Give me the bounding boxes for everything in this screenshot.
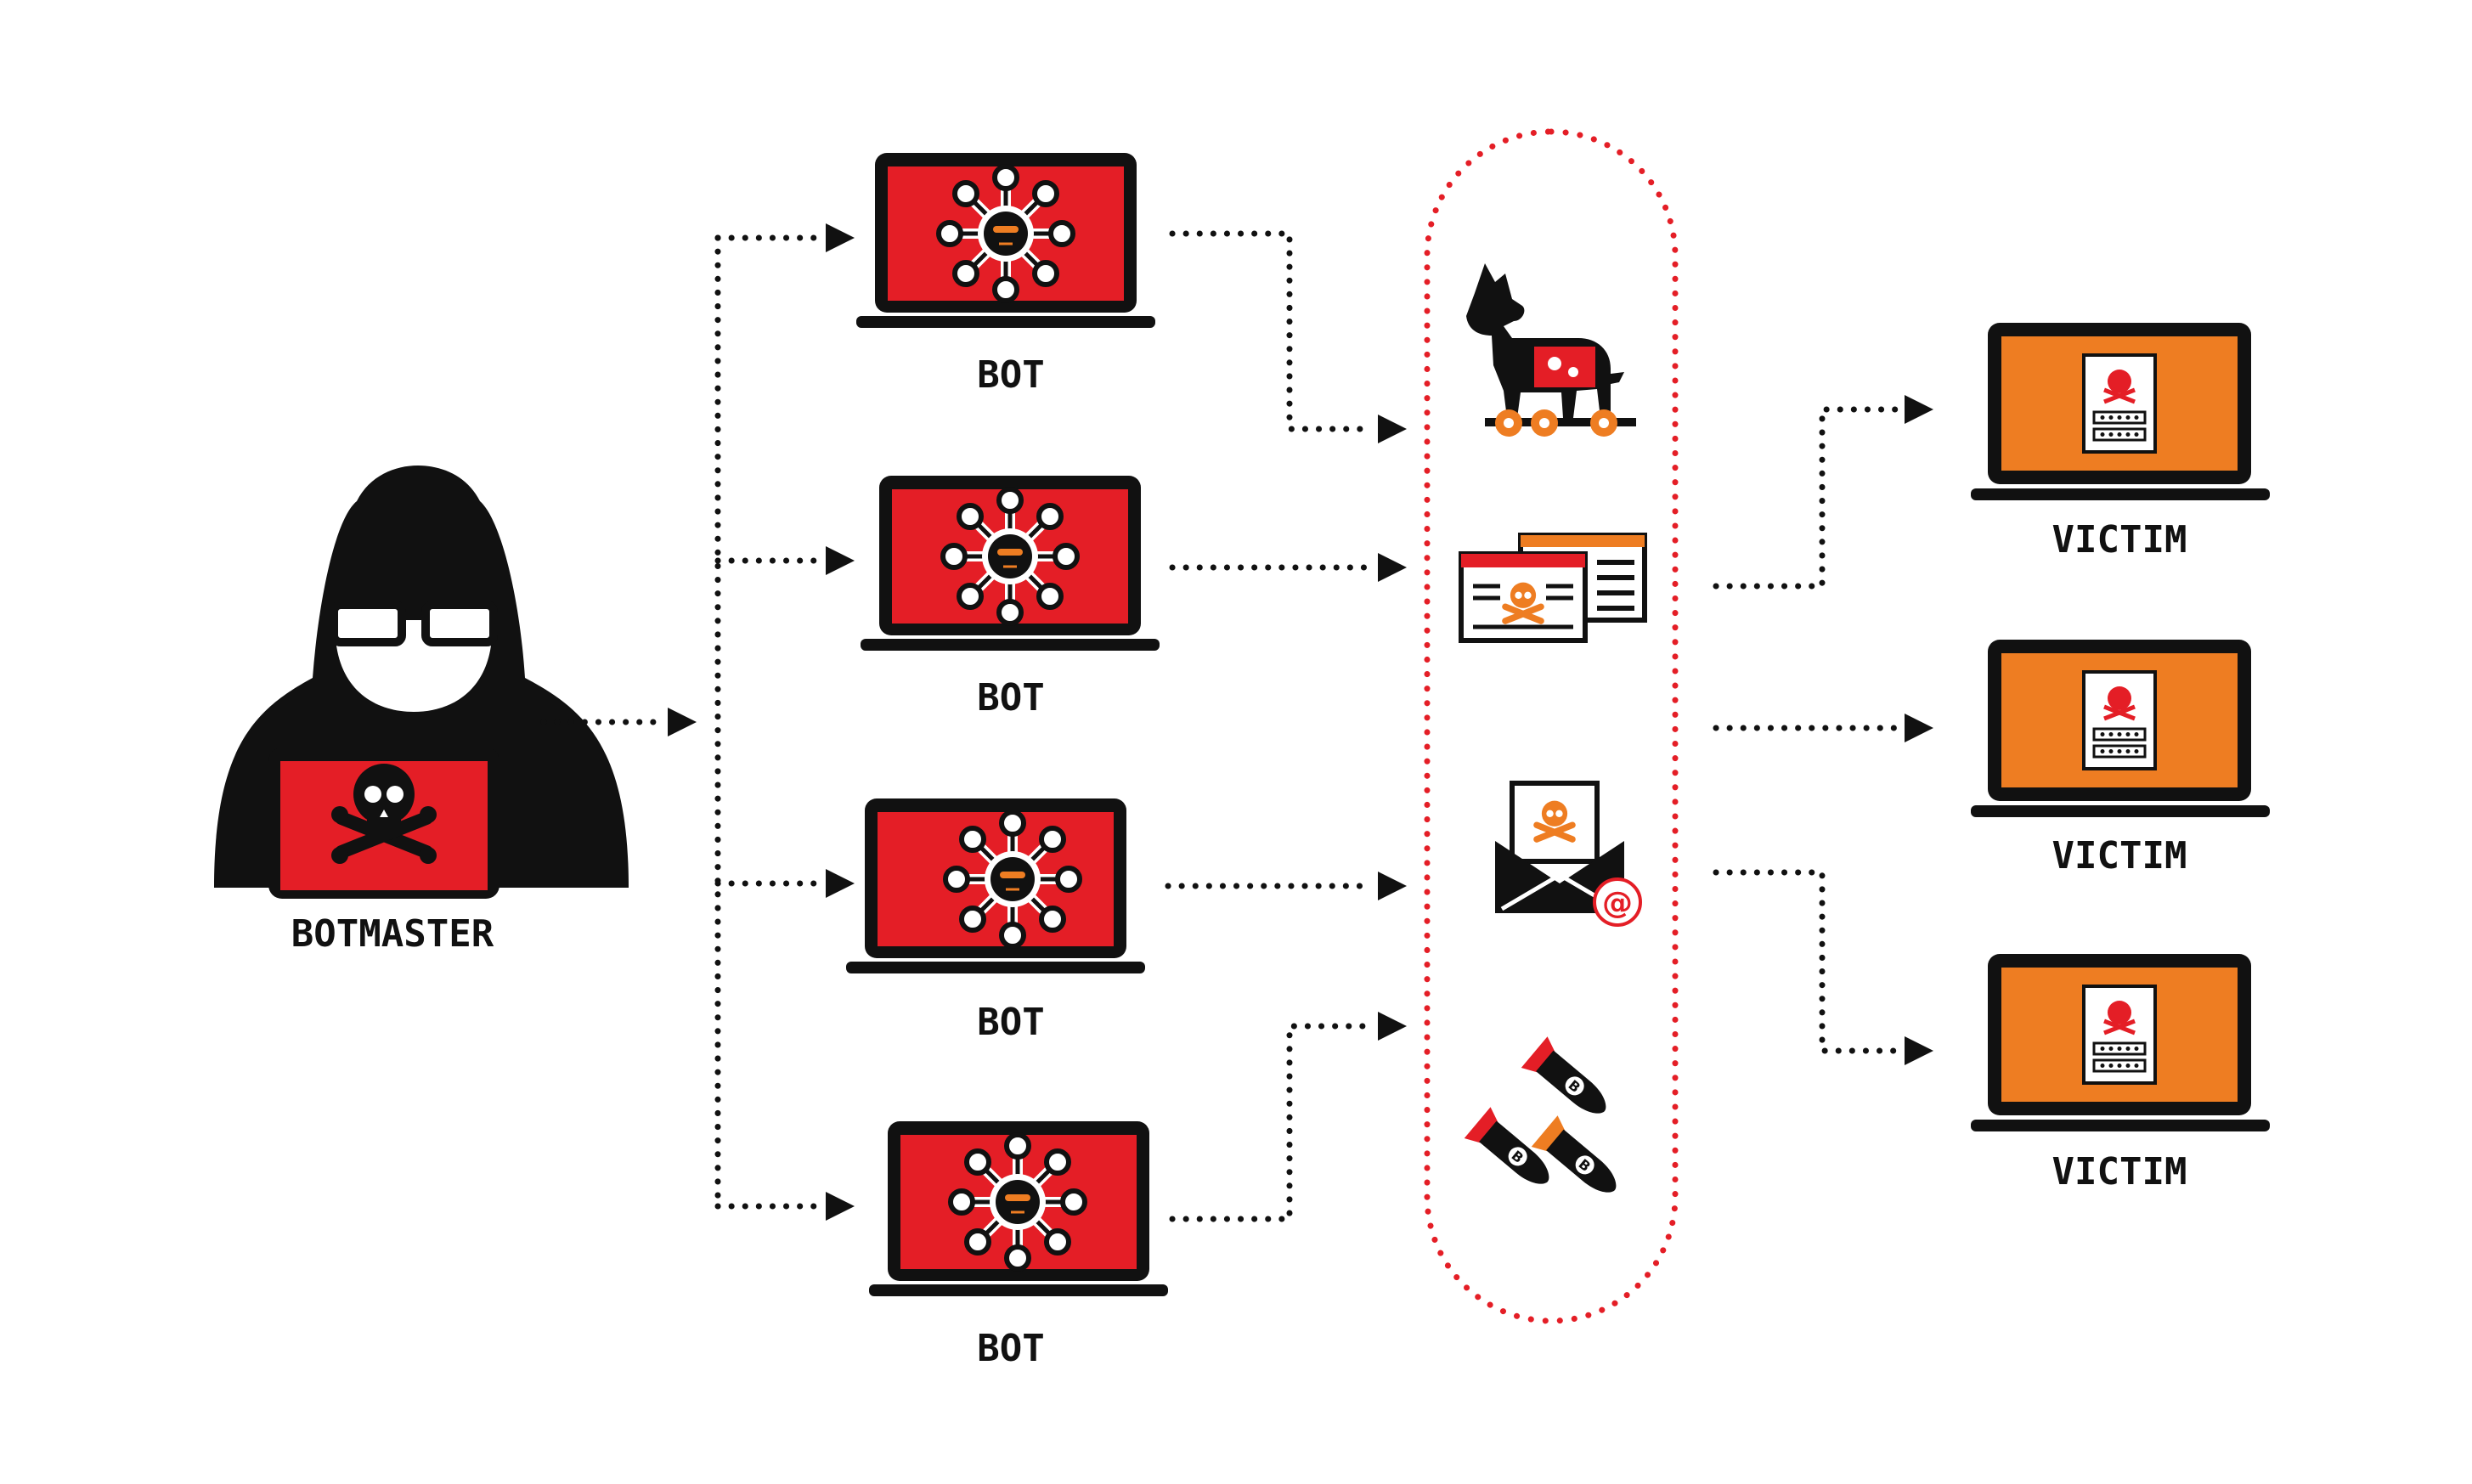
compromised-document-icon [2084, 986, 2155, 1083]
ddos-bombs-icon: B B B [1464, 1036, 1617, 1193]
arrowhead-bot-2 [826, 546, 855, 575]
victim-node: VICTIM [1971, 954, 2270, 1193]
laptop-base [869, 1284, 1168, 1296]
bot-node: BOT [861, 476, 1160, 719]
botmaster-hacker: BOTMASTER [214, 466, 629, 956]
bot-node: BOT [856, 153, 1155, 397]
arrowhead-document [1378, 553, 1407, 582]
bot-node: BOT [846, 798, 1145, 1044]
victim-node: VICTIM [1971, 323, 2270, 561]
victim-label: VICTIM [2052, 518, 2187, 561]
connector-group-to-victim-3 [1713, 869, 1906, 1054]
arrowhead-victim-2 [1905, 714, 1933, 742]
glasses-icon [330, 601, 498, 646]
compromised-document-icon [2084, 355, 2155, 452]
trojan-wheels [1495, 409, 1617, 437]
virus-icon [945, 812, 1080, 946]
laptop-base [1971, 1120, 2270, 1131]
victim-label: VICTIM [2052, 1150, 2187, 1193]
connector-bot-1-to-trojan [1169, 230, 1375, 432]
connectors [540, 230, 1906, 1222]
hacker-laptop [268, 748, 499, 899]
arrowhead-victim-1 [1905, 395, 1933, 424]
compromised-document-icon [2084, 672, 2155, 769]
botmaster-label: BOTMASTER [291, 912, 494, 956]
arrowhead-victim-3 [1905, 1036, 1933, 1065]
bot-label: BOT [977, 353, 1044, 397]
arrowhead-bot-4 [826, 1192, 855, 1221]
connector-group-to-victim-1 [1713, 406, 1906, 590]
bot-node: BOT [869, 1121, 1168, 1370]
laptop-base [1971, 805, 2270, 817]
arrowhead-trojan [1378, 415, 1407, 443]
phishing-email-icon: @ [1495, 781, 1642, 927]
bot-label: BOT [977, 1001, 1044, 1044]
laptop-base [1971, 488, 2270, 500]
trojan-horse-icon [1466, 263, 1636, 437]
virus-icon [951, 1135, 1085, 1269]
arrowhead-bot-1 [826, 223, 855, 252]
arrowheads [668, 223, 1933, 1221]
victim-label: VICTIM [2052, 834, 2187, 877]
arrowhead-bombs [1378, 1012, 1407, 1041]
laptop-base [856, 316, 1155, 328]
at-sign-icon [1593, 877, 1642, 927]
laptop-base [861, 639, 1160, 651]
arrowhead-bot-3 [826, 869, 855, 898]
bot-label: BOT [977, 1327, 1044, 1370]
victim-node: VICTIM [1971, 640, 2270, 877]
virus-icon [943, 489, 1077, 624]
malicious-document-icon [1459, 533, 1647, 643]
arrowhead-master [668, 708, 697, 736]
arrowhead-email [1378, 872, 1407, 900]
attack-methods-group [1424, 128, 1679, 1324]
connector-bot-4-to-bombs [1169, 1023, 1375, 1222]
laptop-base [846, 962, 1145, 973]
virus-icon [939, 166, 1073, 301]
at-sign-text: @ [1602, 886, 1633, 921]
bot-label: BOT [977, 676, 1044, 719]
